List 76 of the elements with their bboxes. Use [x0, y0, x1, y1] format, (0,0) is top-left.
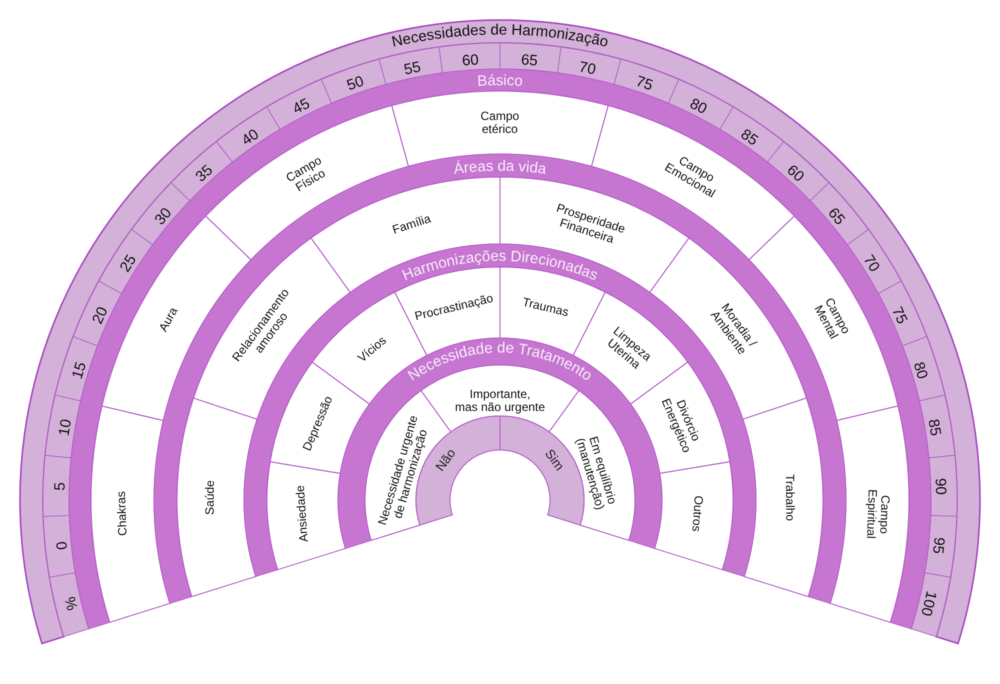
scale-cell	[766, 140, 831, 203]
sector-label: Aura	[156, 304, 181, 334]
scale-value: 25	[117, 252, 139, 275]
scale-value: 15	[69, 360, 88, 380]
sector-label: Campo Espiritual	[863, 488, 892, 539]
scale-value: 35	[192, 162, 216, 185]
scale-cell	[918, 393, 957, 459]
sector-label: Ansiedade	[294, 485, 312, 543]
scale-value: 65	[826, 204, 848, 228]
sector-label: Chakras	[115, 491, 130, 536]
scale-cell	[718, 105, 785, 164]
ring-sector	[829, 405, 911, 625]
scale-cell	[48, 571, 91, 638]
scale-value: 45	[290, 96, 312, 118]
scale-cell	[923, 514, 958, 579]
scale-value: 55	[402, 59, 422, 78]
scale-value: 75	[889, 304, 910, 326]
scale-cell	[901, 335, 947, 403]
scale-value: 50	[344, 74, 366, 94]
scale-cell	[378, 46, 445, 87]
sector-label: Trabalho	[782, 474, 796, 522]
scale-cell	[809, 181, 871, 247]
scale-value: 80	[688, 96, 710, 118]
scale-cell	[320, 58, 388, 106]
scale-cell	[42, 514, 77, 579]
scale-cell	[130, 181, 192, 247]
sector-label: Família	[390, 212, 432, 237]
scale-cell	[54, 335, 100, 403]
scale-cell	[265, 78, 333, 131]
sector-label: Saúde	[204, 480, 218, 515]
sector-label: Sim	[542, 447, 567, 474]
ring-sector	[266, 460, 348, 571]
sector-label: Não	[433, 446, 459, 474]
sector-label: Traumas	[521, 296, 570, 320]
scale-cell	[170, 140, 235, 203]
scale-value: 0	[54, 540, 70, 550]
scale-value: 65	[520, 52, 538, 69]
outer-band	[19, 19, 982, 646]
scale-value: 5	[52, 482, 68, 491]
scale-value: 40	[239, 126, 262, 148]
scale-cell	[97, 228, 154, 296]
scale-cell	[877, 280, 929, 348]
scale-value: 70	[860, 252, 882, 275]
sector-label: Campo etérico	[480, 110, 520, 136]
ring-sector	[548, 389, 637, 542]
scale-value: 85	[926, 418, 944, 438]
ring-sector	[653, 460, 735, 571]
scale-value: 70	[578, 59, 598, 78]
scale-value: 20	[90, 304, 110, 326]
scale-value: %	[63, 595, 81, 612]
scale-value: 60	[784, 162, 807, 185]
scale-cell	[846, 228, 903, 296]
band-title: Áreas da vida	[452, 158, 548, 178]
scale-cell	[72, 280, 124, 348]
sector-label: Outros	[689, 495, 705, 532]
scale-value: 60	[462, 52, 480, 69]
scale-cell	[44, 393, 83, 459]
band-title: Básico	[476, 72, 524, 90]
ring-band	[153, 153, 848, 606]
ring-sector	[90, 405, 172, 625]
scale-cell	[556, 46, 623, 87]
scale-cell	[667, 78, 735, 131]
scale-value: 30	[152, 204, 174, 228]
scale-value: 100	[918, 589, 938, 618]
band-title: Necessidades de Harmonização	[390, 22, 610, 51]
scale-value: 85	[738, 126, 761, 148]
scale-cell	[613, 58, 681, 106]
sector-label: Importante, mas não urgente	[455, 388, 546, 414]
scale-value: 10	[56, 418, 74, 438]
scale-value: 90	[932, 478, 948, 495]
ring-sector	[741, 397, 825, 599]
scale-cell	[215, 105, 282, 164]
scale-value: 95	[930, 536, 946, 554]
ring-sector	[269, 361, 372, 476]
scale-value: 75	[634, 74, 655, 94]
scale-value: 80	[911, 360, 930, 380]
